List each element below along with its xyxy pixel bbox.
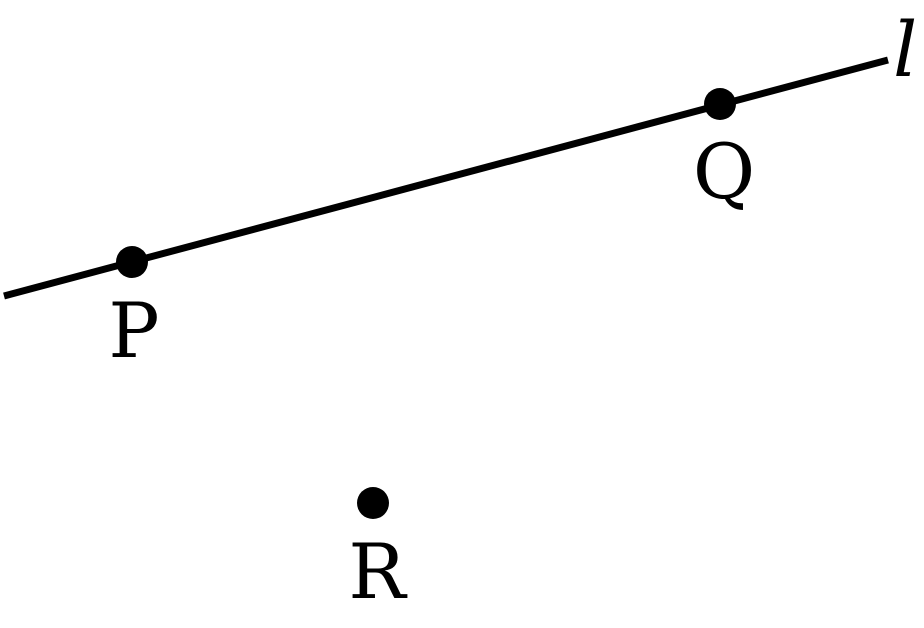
point-r: [357, 487, 389, 519]
point-r-label: R: [348, 527, 408, 616]
line-l-label: l: [893, 5, 917, 94]
line-l: [3, 56, 889, 300]
point-q: [704, 88, 736, 120]
point-q-label: Q: [693, 127, 755, 216]
point-p-label: P: [108, 286, 159, 375]
point-p: [116, 246, 148, 278]
